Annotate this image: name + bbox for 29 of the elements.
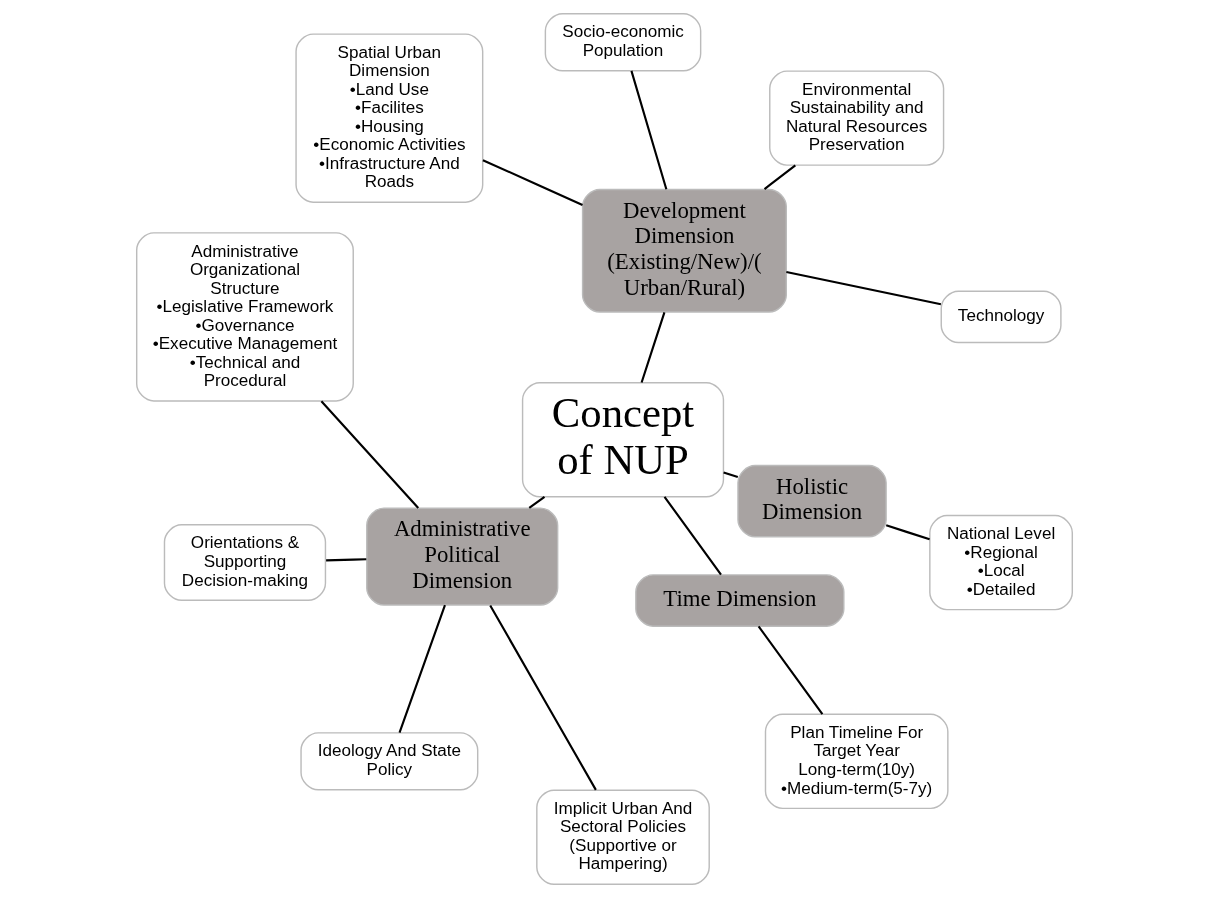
node-box: Concept of NUP — [521, 382, 724, 498]
node-box: Socio-economic Population — [544, 13, 701, 72]
connector — [629, 70, 667, 190]
node-box: Plan Timeline For Target Year Long-term(10y) •Medium-term(5-7y) — [764, 713, 949, 810]
node-box: Environmental Sustainability and Natural Resources Preservation — [768, 70, 944, 166]
node-box: Administrative Political Dimension — [365, 507, 558, 606]
node-box: Technology — [940, 290, 1062, 344]
connector — [785, 270, 941, 306]
node-box: Holistic Dimension — [736, 464, 887, 538]
node-box: Administrative Organizational Structure •Legislative Framework •Governance •Executive Management •Technical and Procedural — [135, 232, 354, 402]
connector — [528, 495, 545, 509]
connector — [325, 558, 366, 562]
connector — [757, 625, 823, 715]
connector — [640, 312, 665, 383]
connector — [320, 400, 419, 509]
connector — [763, 164, 796, 190]
connector — [482, 159, 583, 206]
node-box: National Level •Regional •Local •Detailed — [928, 514, 1073, 611]
node-box: Implicit Urban And Sectoral Policies (Supportive or Hampering) — [535, 789, 710, 885]
node-box: Development Dimension (Existing/New)/( Urban/Rural) — [581, 188, 787, 313]
node-box: Spatial Urban Dimension •Land Use •Facilites •Housing •Economic Activities •Infrastructure And Roads — [294, 33, 483, 203]
node-box: Ideology And State Policy — [299, 732, 478, 791]
connector — [488, 604, 597, 791]
node-box: Time Dimension — [634, 574, 845, 627]
connector — [885, 524, 930, 541]
node-box: Orientations & Supporting Decision-making — [163, 524, 326, 602]
connector — [398, 604, 446, 734]
connector — [722, 471, 738, 479]
connector — [663, 496, 722, 576]
